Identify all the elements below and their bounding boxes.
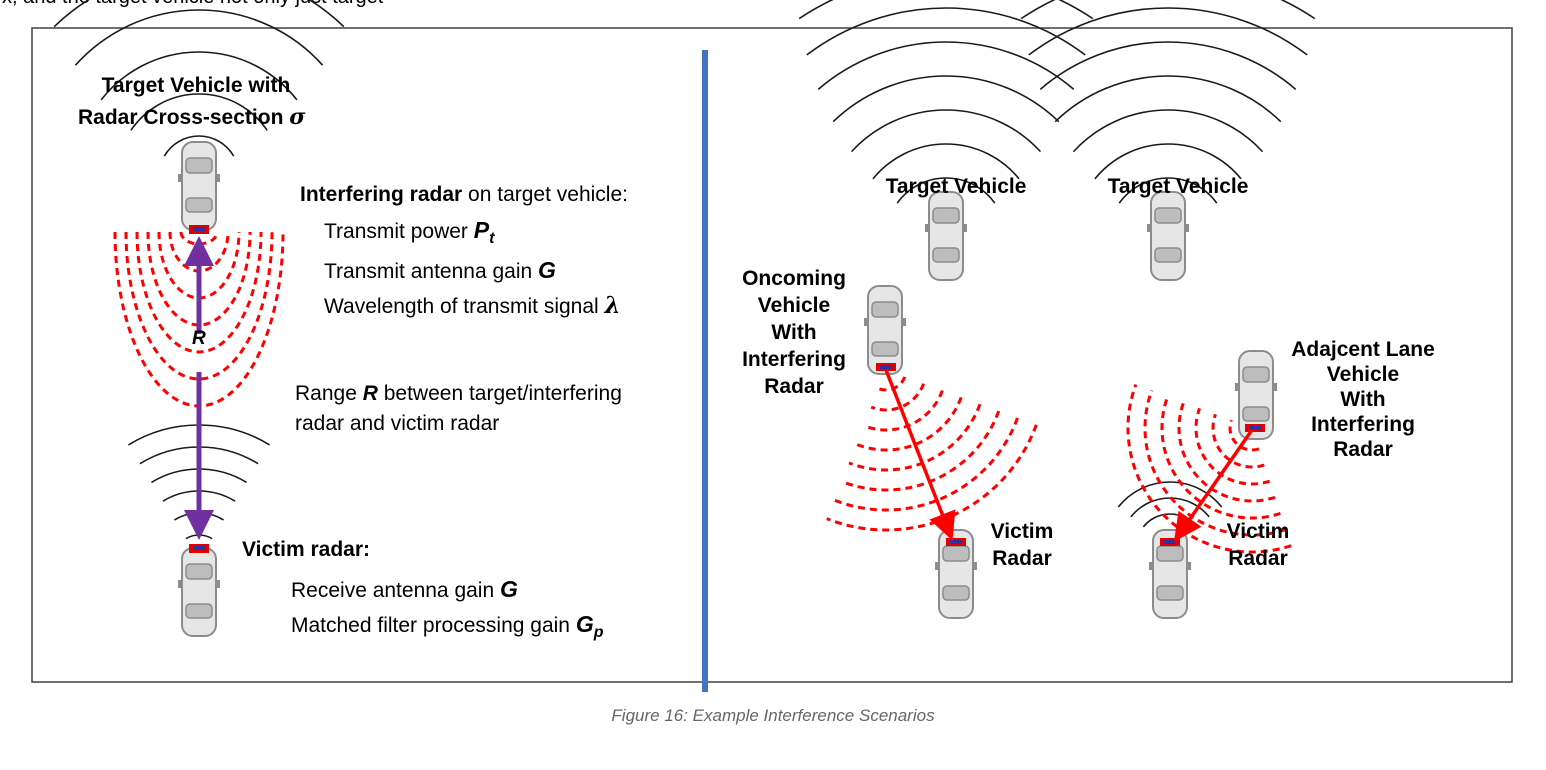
rx-gain-text: Receive antenna gain	[291, 579, 500, 602]
scenario2-interferer-line-5: Radar	[1333, 438, 1393, 461]
black-wavefront-arc	[1117, 481, 1223, 508]
black-wavefront-arc	[130, 93, 268, 131]
red-wavefront-arc	[1211, 413, 1265, 469]
matched-filter-label: Matched filter processing gain Gp	[291, 612, 603, 645]
scenario1-target-car-icon	[924, 191, 968, 281]
pt-symbol: P	[473, 217, 490, 243]
gp-symbol: G	[575, 611, 594, 637]
red-wavefront-arc	[826, 424, 1038, 532]
red-wavefront-arc	[1160, 395, 1281, 520]
scenario1-interferer-car-icon	[863, 285, 907, 375]
scenario2-interferer-line-4: Interfering	[1311, 413, 1415, 436]
left-target-car-icon	[177, 141, 221, 231]
victim-radar-heading: Victim radar:	[242, 538, 370, 561]
left-victim-car-icon	[177, 547, 221, 637]
red-wavefront-arc	[841, 410, 1001, 492]
range-text-pre: Range	[295, 382, 363, 405]
scenario2-victim-line-1: Victim	[1226, 520, 1290, 543]
range-text-post: between target/interfering	[377, 382, 622, 405]
pt-subscript: t	[489, 230, 495, 248]
interfering-radar-heading: Interfering radar on target vehicle:	[300, 183, 628, 207]
rcs-label: Radar Cross-section	[78, 106, 284, 129]
interference-diagram	[31, 0, 1513, 692]
red-wavefront-arc	[146, 231, 252, 327]
sigma-symbol: σ	[289, 104, 306, 130]
rx-g-symbol: G	[500, 576, 518, 602]
figure-caption: Figure 16: Example Interference Scenario…	[611, 706, 935, 725]
tx-power-text: Transmit power	[324, 220, 474, 243]
scenario2-target-label: Target Vehicle	[1107, 175, 1249, 198]
black-wavefront-arc	[872, 143, 1020, 180]
gp-subscript: p	[593, 624, 604, 642]
interfering-radar-rest: on target vehicle:	[462, 183, 628, 206]
scenario2-interferer-line-1: Adajcent Lane	[1291, 338, 1435, 361]
black-wavefront-arc	[896, 177, 996, 204]
black-wavefront-arc	[1039, 41, 1297, 90]
receive-gain-label: Receive antenna gain G	[291, 577, 518, 603]
scenario1-interferer-line-4: Interfering	[742, 348, 846, 371]
lambda-symbol: λ	[604, 292, 621, 319]
black-wavefront-arc	[1028, 7, 1308, 56]
black-wavefront-arc	[185, 534, 213, 540]
black-wavefront-arc	[1054, 75, 1282, 123]
red-wavefront-arc	[1126, 383, 1292, 554]
black-wavefront-arc	[832, 75, 1060, 123]
range-r-symbol: R	[192, 328, 206, 349]
range-label-line1: Range R between target/interfering	[295, 382, 622, 406]
transmit-power-label: Transmit power Pt	[324, 218, 494, 251]
scenario1-victim-line-2: Radar	[992, 547, 1052, 570]
scenario2-target-car-icon	[1146, 191, 1190, 281]
red-wavefront-arc	[135, 231, 263, 354]
scenario2-interferer-line-3: With	[1340, 388, 1386, 411]
red-wavefront-arc	[863, 390, 944, 432]
black-wavefront-arc	[163, 135, 235, 157]
black-wavefront-arc	[817, 41, 1075, 90]
black-wavefront-arc	[100, 51, 298, 101]
scenario1-black-wavefronts	[798, 0, 1094, 204]
black-wavefront-arc	[806, 7, 1086, 56]
red-wavefront-arc	[179, 231, 219, 246]
tx-gain-text: Transmit antenna gain	[324, 260, 539, 283]
left-target-title-line2: Radar Cross-section σ	[78, 105, 305, 130]
red-wavefront-arc	[833, 417, 1019, 512]
range-text-sym: R	[362, 382, 378, 405]
black-wavefront-arc	[850, 109, 1042, 153]
clipped-top-text: x, and the target vehicle not only just …	[2, 0, 383, 9]
wavelength-text: Wavelength of transmit signal	[324, 295, 605, 318]
black-wavefront-arc	[1072, 109, 1264, 153]
scenario2-interferer-line-2: Vehicle	[1326, 363, 1400, 386]
scenario1-target-label: Target Vehicle	[885, 175, 1027, 198]
scenario2-red-wavefronts	[1126, 383, 1292, 554]
range-label-line2: radar and victim radar	[295, 412, 500, 435]
figure-frame	[31, 27, 1513, 683]
interfering-radar-bold: Interfering radar	[300, 183, 463, 206]
scenario1-interferer-line-2: Vehicle	[757, 294, 831, 317]
mf-gain-text: Matched filter processing gain	[291, 614, 576, 637]
scenario1-interference-arrow	[884, 369, 956, 541]
red-wavefront-arc	[1228, 419, 1260, 452]
red-wavefront-arc	[1143, 389, 1287, 537]
red-wavefront-arc	[848, 403, 982, 472]
scenario1-victim-line-1: Victim	[990, 520, 1054, 543]
red-wavefront-arc	[1194, 407, 1271, 486]
wavelength-label: Wavelength of transmit signal λ	[324, 294, 621, 319]
scenario2-interference-arrow	[1173, 428, 1254, 542]
scenario1-interferer-line-1: Oncoming	[742, 267, 846, 290]
scenario1-interferer-line-5: Radar	[764, 375, 824, 398]
scenario1-interferer-line-3: With	[771, 321, 817, 344]
black-wavefront-arc	[1118, 177, 1218, 204]
left-target-title-line1: Target Vehicle with	[101, 74, 291, 97]
black-wavefront-arc	[74, 9, 324, 66]
transmit-gain-label: Transmit antenna gain G	[324, 258, 556, 284]
red-wavefront-arc	[855, 396, 963, 452]
black-wavefront-arc	[1094, 143, 1242, 180]
scenario2-victim-line-2: Radar	[1228, 547, 1288, 570]
g-symbol: G	[538, 257, 556, 283]
black-wavefront-arc	[53, 0, 345, 28]
